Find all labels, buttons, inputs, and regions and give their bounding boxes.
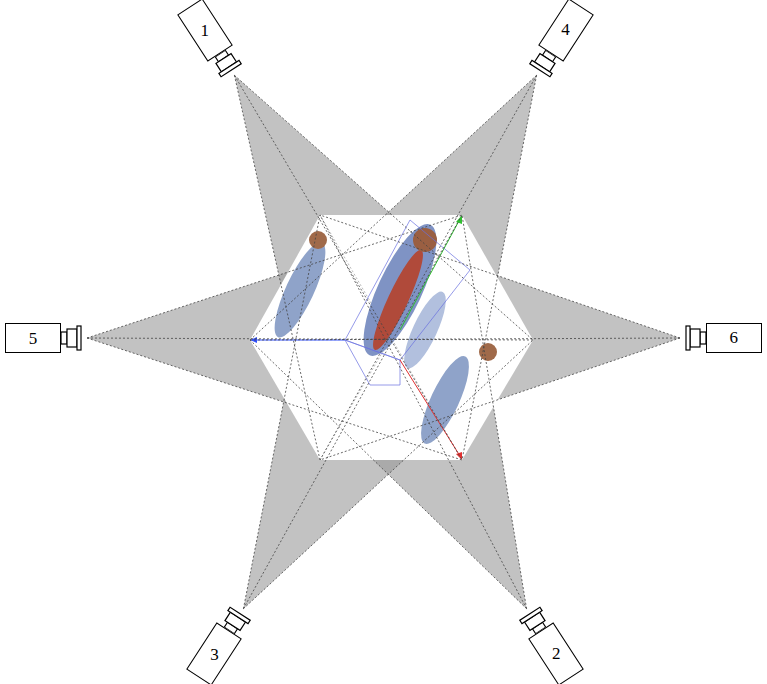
frustum-edge [87,215,462,338]
camera-number: 6 [730,330,739,347]
frustum-edge [320,215,680,338]
frustum-edge [250,340,527,609]
view-frustum [250,75,537,460]
camera-number: 2 [552,646,561,663]
frustum-edge [243,340,533,609]
camera-number: 4 [562,21,571,38]
optical-axis [243,215,462,609]
subject-views [265,215,497,449]
optical-axis [250,338,680,340]
frustum-edge [87,338,462,460]
camera-number: 5 [29,330,38,347]
camera-lens [61,326,81,350]
optical-axis [320,75,537,460]
frustum-edge [234,75,533,340]
frustum-edge [320,338,680,460]
frustum-edge [250,75,537,340]
frustum-edge [234,75,320,460]
camera-body: 6 [706,323,762,353]
camera-lens [686,326,706,350]
frustum-edge [462,75,537,460]
optical-axis [320,215,527,609]
frustum-edge [462,215,527,609]
frustum-edge [243,215,320,609]
camera-number: 1 [201,22,210,39]
coordinate-axes [250,215,462,460]
camera-lenses [61,47,706,637]
view-frustum [243,215,533,609]
optical-axes [87,75,680,608]
view-frusta [87,75,680,608]
camera-number: 3 [210,646,219,663]
camera-body: 5 [5,323,61,353]
